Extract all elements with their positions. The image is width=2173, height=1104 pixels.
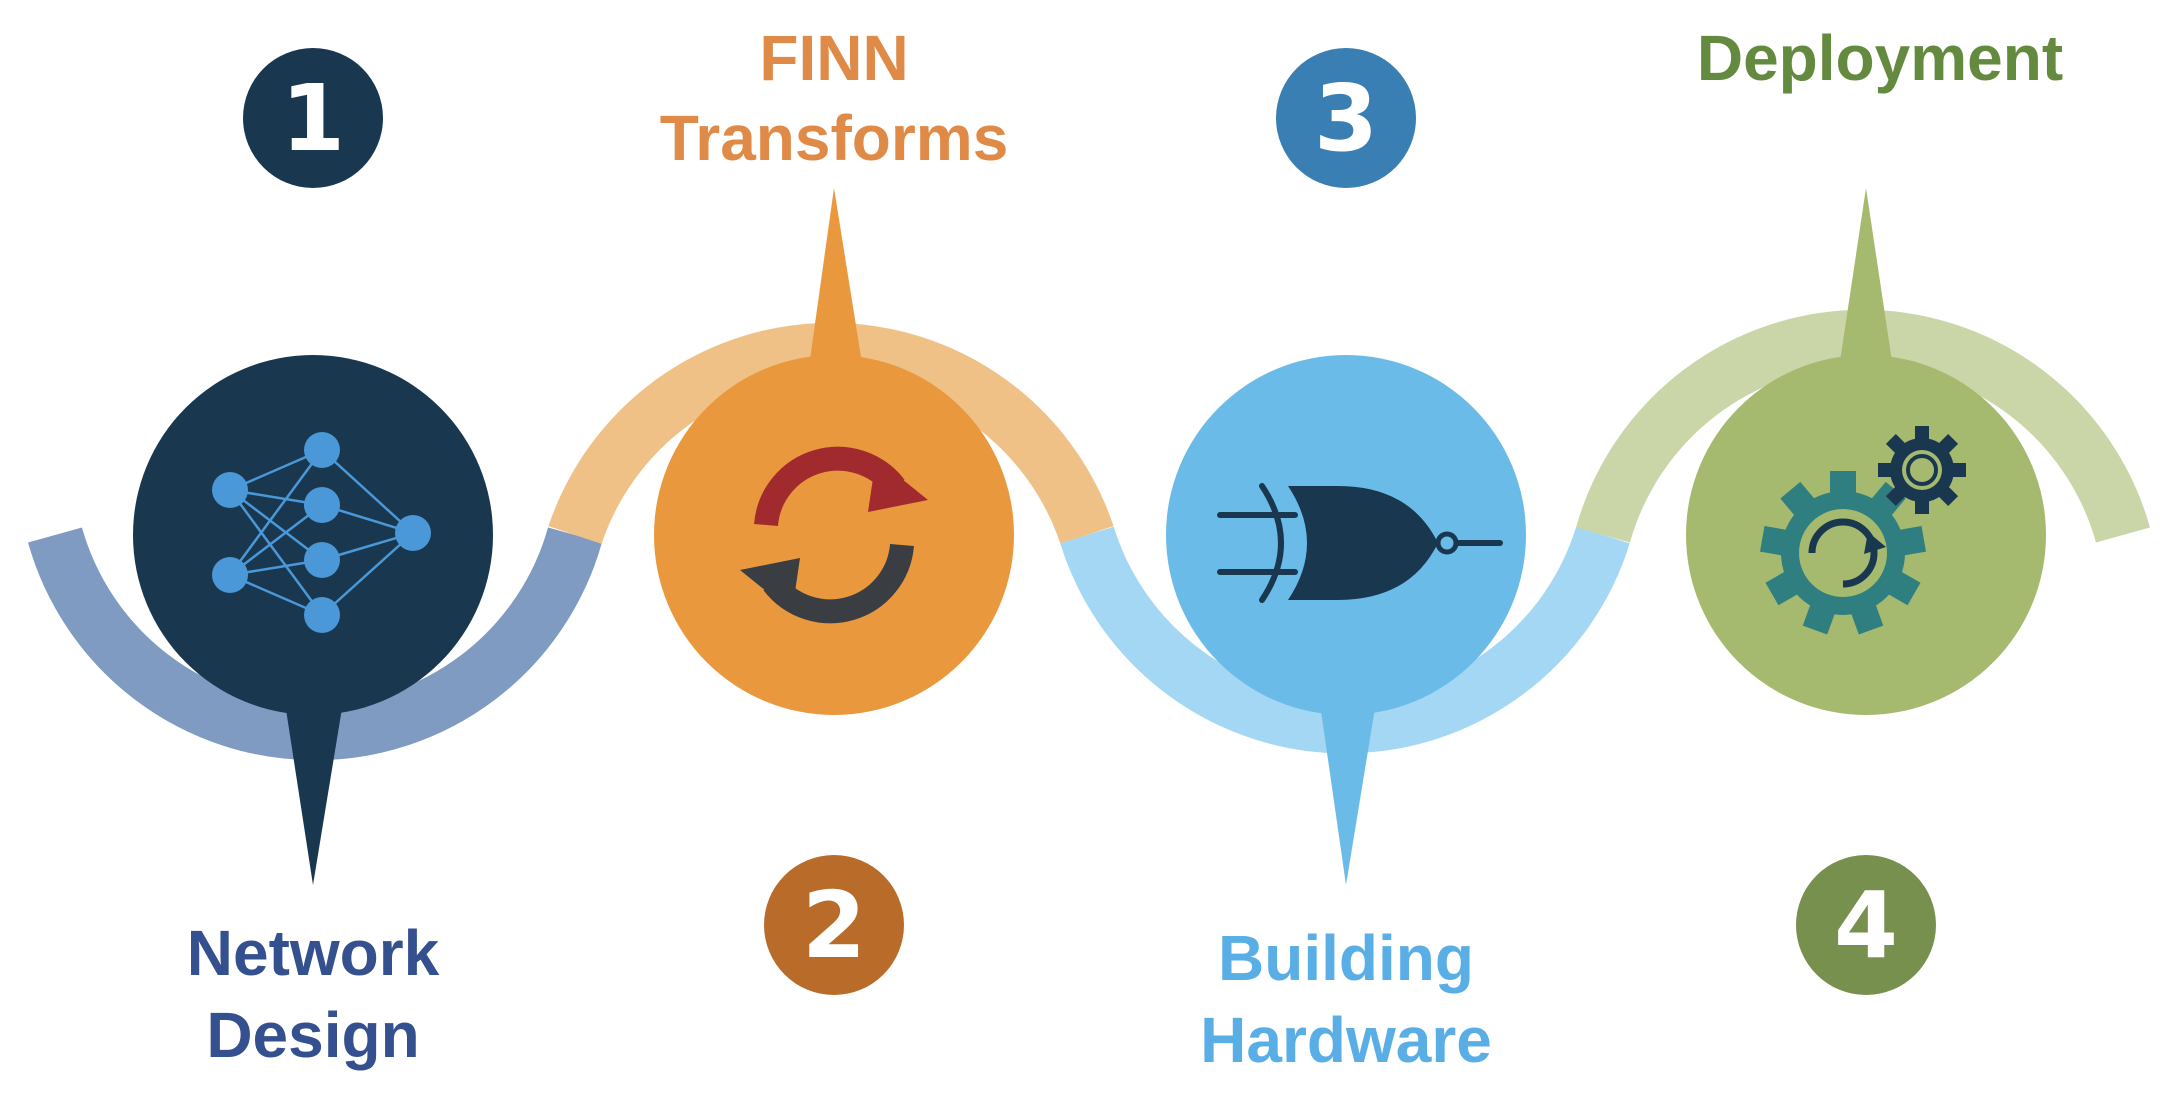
label-step-1-line-2: Design xyxy=(206,999,419,1071)
pointer-step-2 xyxy=(806,188,866,388)
pointer-step-3 xyxy=(1318,690,1378,885)
badge-number-step-3: 3 xyxy=(1314,65,1378,172)
label-step-1-line-1: Network xyxy=(187,917,440,989)
pointers xyxy=(283,188,1896,885)
xnor-gate-icon xyxy=(1217,483,1503,603)
label-step-3-line-1: Building xyxy=(1218,922,1474,994)
badge-step-4: 4 xyxy=(1796,855,1936,995)
neural-network-icon xyxy=(212,432,431,633)
badge-circle-step-1 xyxy=(243,48,383,188)
label-step-4-line-1: Deployment xyxy=(1697,22,2063,94)
circle-step-2 xyxy=(654,355,1014,715)
badge-step-1: 1 xyxy=(243,48,383,188)
badge-step-2: 2 xyxy=(764,855,904,995)
gears-icon xyxy=(1759,426,1966,635)
pointer-step-1 xyxy=(283,690,345,885)
badge-step-3: 3 xyxy=(1276,48,1416,188)
pointer-step-4 xyxy=(1836,188,1896,388)
label-step-2-line-1: FINN xyxy=(759,22,908,94)
badge-number-step-1: 1 xyxy=(281,65,345,172)
label-step-2-line-2: Transforms xyxy=(660,102,1009,174)
badge-circle-step-4 xyxy=(1796,855,1936,995)
refresh-arrows-icon xyxy=(740,446,928,624)
label-step-3-line-2: Hardware xyxy=(1200,1004,1492,1076)
badge-circle-step-2 xyxy=(764,855,904,995)
badge-number-step-4: 4 xyxy=(1834,872,1898,979)
step-labels: Network Design FINN Transforms Building … xyxy=(187,22,2063,1076)
number-badges: 1 2 3 4 xyxy=(243,48,1936,995)
badge-circle-step-3 xyxy=(1276,48,1416,188)
circle-step-1 xyxy=(133,355,493,715)
badge-number-step-2: 2 xyxy=(802,872,866,979)
